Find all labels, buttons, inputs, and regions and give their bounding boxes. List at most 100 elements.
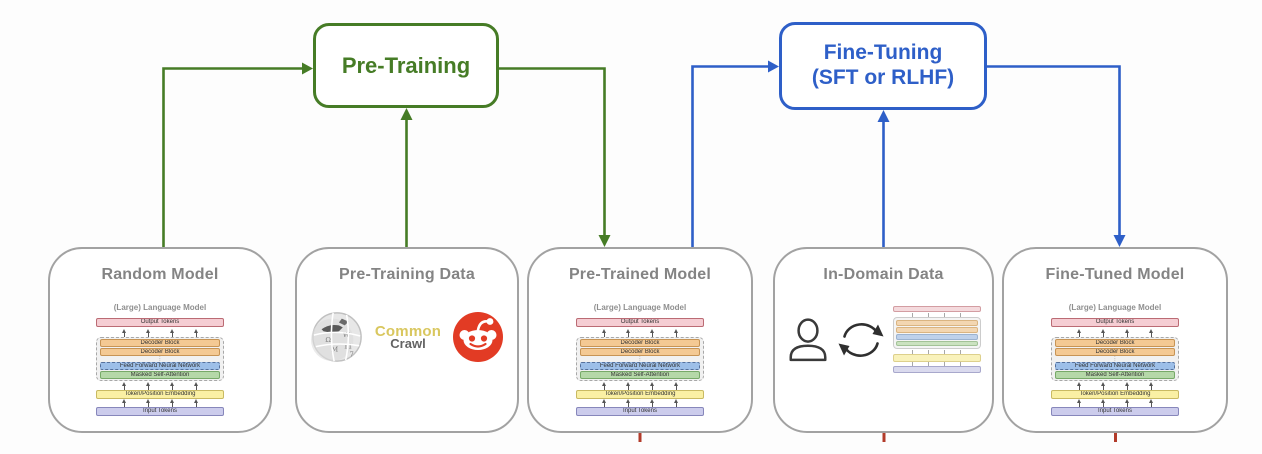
up-arrow-icon [673, 399, 679, 407]
up-arrow-icon [1100, 329, 1106, 337]
svg-text:M: M [331, 345, 338, 353]
up-arrow-icon [1100, 382, 1106, 390]
box-title: In-Domain Data [823, 266, 944, 283]
up-arrow-icon [169, 329, 175, 337]
arrowhead-right-icon [302, 62, 313, 75]
up-arrows-row [96, 327, 224, 337]
llm-diagram: (Large) Language Model Output Tokens Dec… [1051, 303, 1179, 416]
up-arrows-row [576, 399, 704, 407]
decoder-block-bar: Decoder Block [580, 348, 700, 356]
input-tokens-bar: Input Tokens [576, 407, 704, 416]
output-tokens-bar: Output Tokens [576, 318, 704, 327]
up-arrow-icon [649, 329, 655, 337]
reddit-logo [453, 312, 504, 362]
up-arrows-row [96, 381, 224, 390]
arrowhead-down-icon [598, 235, 611, 247]
tick-icon [944, 349, 945, 354]
fine-tuned-model-box: Fine-Tuned Model (Large) Language Model … [1002, 247, 1228, 433]
mini-output-bar [892, 306, 981, 312]
llm-caption: (Large) Language Model [113, 303, 207, 312]
up-arrows-row [576, 381, 704, 390]
llm-caption: (Large) Language Model [1068, 303, 1162, 312]
feed-forward-bar: Feed Forward Neural Network [100, 362, 220, 370]
human-data-loop-row [775, 306, 992, 373]
ellipsis-dots: ⋮ [157, 356, 163, 362]
output-tokens-bar: Output Tokens [96, 318, 224, 327]
pre-training-node: Pre-Training [313, 23, 499, 108]
decoder-stack-container: Decoder Block Decoder Block ⋮ Feed Forwa… [96, 337, 224, 381]
connector-indomain-to-finetuning [877, 110, 890, 247]
up-arrow-icon [1076, 382, 1082, 390]
box-title: Pre-Training Data [339, 266, 475, 283]
random-model-box: Random Model (Large) Language Model Outp… [48, 247, 272, 433]
fine-tuning-node: Fine-Tuning (SFT or RLHF) [779, 22, 987, 110]
up-arrow-icon [601, 399, 607, 407]
up-arrows-row [1051, 327, 1179, 337]
mini-ticks-row [893, 349, 981, 354]
up-arrow-icon [625, 329, 631, 337]
in-domain-data-box: In-Domain Data [773, 247, 994, 433]
up-arrow-icon [673, 382, 679, 390]
up-arrow-icon [649, 399, 655, 407]
up-arrow-icon [145, 399, 151, 407]
tick-icon [960, 312, 961, 317]
connector-data-to-pretraining [400, 108, 413, 247]
ellipsis-dots: ⋮ [1112, 356, 1118, 362]
mini-ticks-row [893, 362, 981, 366]
token-position-embedding-bar: Token/Position Embedding [1051, 390, 1179, 399]
up-arrow-icon [1076, 329, 1082, 337]
llm-diagram: (Large) Language Model Output Tokens Dec… [96, 303, 224, 416]
output-tokens-bar: Output Tokens [1051, 318, 1179, 327]
mini-attention-bar [895, 341, 978, 346]
up-arrow-icon [1100, 399, 1106, 407]
connector-pretraining-to-pretrained [499, 67, 611, 247]
decoder-stack-container: Decoder Block Decoder Block ⋮ Feed Forwa… [1051, 337, 1179, 381]
mini-ticks-row [893, 312, 981, 317]
arrowhead-down-icon [1113, 235, 1126, 247]
tick-icon [912, 312, 913, 317]
mini-decoder-bar [895, 320, 978, 326]
common-crawl-word2: Crawl [390, 336, 426, 351]
up-arrow-icon [145, 382, 151, 390]
tick-icon [928, 362, 929, 366]
up-arrow-icon [193, 399, 199, 407]
input-tokens-bar: Input Tokens [1051, 407, 1179, 416]
input-tokens-bar: Input Tokens [96, 407, 224, 416]
up-arrow-icon [193, 382, 199, 390]
up-arrow-icon [121, 329, 127, 337]
up-arrow-icon [169, 399, 175, 407]
mini-embedding-bar [892, 354, 981, 362]
masked-self-attention-bar: Masked Self-Attention [100, 371, 220, 379]
tick-icon [960, 362, 961, 366]
mini-container [892, 317, 981, 349]
up-arrows-row [576, 327, 704, 337]
mini-decoder-bar [895, 327, 978, 333]
decoder-block-bar: Decoder Block [1055, 348, 1175, 356]
up-arrow-icon [1124, 329, 1130, 337]
up-arrow-icon [625, 382, 631, 390]
arrowhead-right-icon [768, 60, 779, 73]
feed-forward-bar: Feed Forward Neural Network [1055, 362, 1175, 370]
decoder-block-bar: Decoder Block [100, 339, 220, 347]
arrowhead-up-icon [400, 108, 413, 120]
decoder-block-bar: Decoder Block [100, 348, 220, 356]
box-title: Random Model [101, 266, 219, 283]
up-arrow-icon [1076, 399, 1082, 407]
up-arrow-icon [121, 399, 127, 407]
up-arrow-icon [193, 329, 199, 337]
up-arrow-icon [121, 382, 127, 390]
common-crawl-logo: Common Crawl [375, 324, 441, 350]
mini-ffn-bar [895, 334, 978, 340]
up-arrow-icon [1124, 382, 1130, 390]
up-arrows-row [1051, 381, 1179, 390]
up-arrow-icon [601, 329, 607, 337]
tick-icon [928, 312, 929, 317]
tick-icon [944, 312, 945, 317]
masked-self-attention-bar: Masked Self-Attention [1055, 371, 1175, 379]
person-icon [788, 317, 827, 361]
up-arrows-row [1051, 399, 1179, 407]
